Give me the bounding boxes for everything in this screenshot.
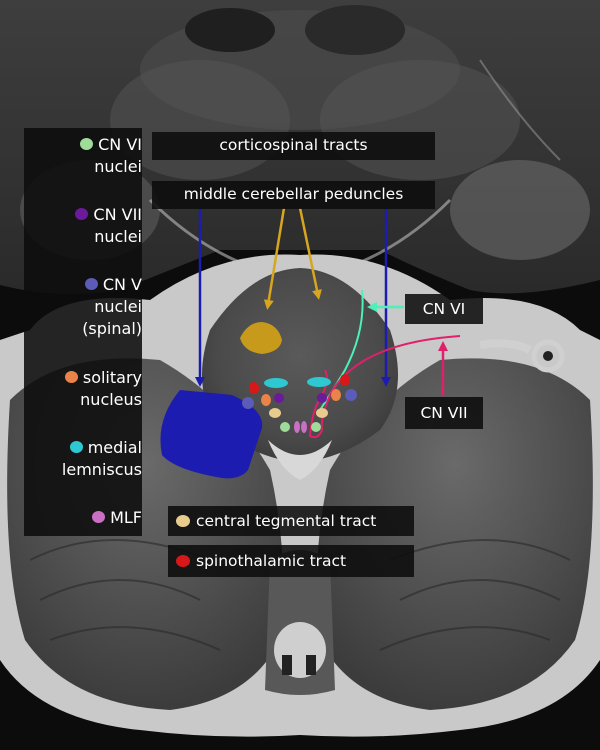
medial-lemniscus-left xyxy=(264,378,288,388)
cn-vi-nucleus-left xyxy=(280,422,290,432)
legend-item-mlf: MLF xyxy=(30,507,142,529)
legend-line1: solitary xyxy=(83,368,142,387)
cn-v-nucleus-right xyxy=(345,389,357,401)
legend-item-cn-v-nuclei: CN V nuclei (spinal) xyxy=(30,274,142,340)
cn-vi-nucleus-right xyxy=(311,422,321,432)
spinothalamic-tract-text: spinothalamic tract xyxy=(196,552,346,570)
legend-line1: medial xyxy=(88,438,142,457)
cn-vii-nucleus-right xyxy=(317,393,327,403)
legend-line2: lemniscus xyxy=(62,460,142,479)
legend-line1: CN VI xyxy=(98,135,142,154)
central-tegmental-tract-label: central tegmental tract xyxy=(168,506,414,536)
legend-line2: nuclei xyxy=(94,157,142,176)
corticospinal-tracts-label: corticospinal tracts xyxy=(152,132,435,160)
legend-line2: nuclei xyxy=(94,297,142,316)
legend-line1: CN V xyxy=(103,275,142,294)
central-tegmental-tract-text: central tegmental tract xyxy=(196,512,376,530)
spinothalamic-tract-label: spinothalamic tract xyxy=(168,545,414,577)
legend-swatch xyxy=(70,441,83,453)
legend-line2: nuclei xyxy=(94,227,142,246)
central-tegmental-tract-left xyxy=(269,408,281,418)
middle-cerebellar-peduncles-label: middle cerebellar peduncles xyxy=(152,181,435,209)
central-tegmental-tract-right xyxy=(316,408,328,418)
legend-swatch xyxy=(85,278,98,290)
legend-swatch xyxy=(75,208,88,220)
legend-swatch xyxy=(65,371,78,383)
legend-swatch xyxy=(176,555,190,567)
cn-vi-label: CN VI xyxy=(405,294,483,324)
solitary-nucleus-left xyxy=(261,394,271,406)
legend-line1: CN VII xyxy=(93,205,142,224)
legend-line3: (spinal) xyxy=(82,319,142,338)
legend-line1: MLF xyxy=(110,508,142,527)
legend-line2: nucleus xyxy=(80,390,142,409)
spinothalamic-tract-right xyxy=(340,374,350,386)
legend-swatch xyxy=(80,138,93,150)
mlf-right xyxy=(301,421,307,433)
legend-item-medial-lemniscus: medial lemniscus xyxy=(30,437,142,481)
legend-item-cn-vii-nuclei: CN VII nuclei xyxy=(30,204,142,248)
mlf-left xyxy=(294,421,300,433)
legend-item-cn-vi-nuclei: CN VI nuclei xyxy=(30,134,142,178)
solitary-nucleus-right xyxy=(331,389,341,401)
cn-vii-label: CN VII xyxy=(405,397,483,429)
medial-lemniscus-right xyxy=(307,377,331,387)
legend-item-solitary-nucleus: solitary nucleus xyxy=(30,367,142,411)
legend-swatch xyxy=(92,511,105,523)
cn-v-nucleus-left xyxy=(242,397,254,409)
cn-vii-nucleus-left xyxy=(274,393,284,403)
spinothalamic-tract-left xyxy=(249,382,259,394)
legend-swatch xyxy=(176,515,190,527)
